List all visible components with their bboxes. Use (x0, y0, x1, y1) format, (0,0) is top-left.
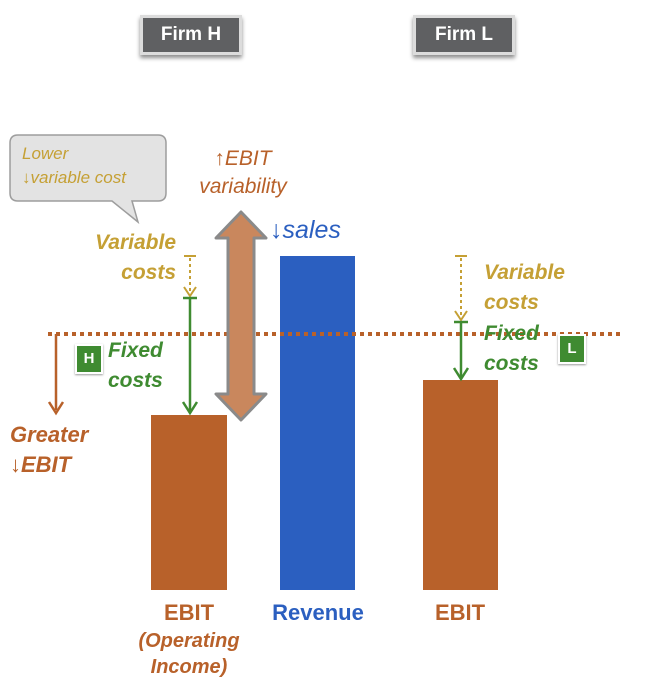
greater-ebit-arrow (47, 334, 65, 416)
firm-l-fixed-costs-line-1: Fixed (484, 322, 539, 345)
firm-h-fixed-costs-line-2: costs (108, 369, 163, 392)
firm-l-badge: L (558, 334, 586, 364)
firm-l-variable-costs-line-1: Variable (484, 261, 565, 284)
revenue-bar (280, 256, 355, 590)
firm-l-variable-costs-label: Variable costs (484, 258, 565, 318)
firm-h-fixed-costs-line-1: Fixed (108, 339, 163, 362)
greater-ebit-label: Greater ↓EBIT (10, 420, 88, 480)
callout-line-1: Lower (22, 144, 69, 163)
ebit-h-bar (151, 415, 227, 590)
firm-h-variable-cost-arrow (183, 255, 197, 298)
firm-h-badge: H (75, 344, 103, 374)
callout-bubble (9, 134, 167, 225)
ebit-h-label: EBIT (163, 600, 215, 625)
firm-h-variable-costs-line-2: costs (121, 261, 176, 284)
firm-l-header: Firm L (413, 15, 515, 55)
firm-h-variable-costs-line-1: Variable (95, 231, 176, 254)
sales-label: ↓sales (270, 216, 341, 244)
firm-h-fixed-costs-label: Fixed costs (108, 336, 163, 396)
ebit-variability-line-1: ↑EBIT (214, 147, 272, 170)
ebit-l-label: EBIT (434, 600, 486, 625)
ebit-l-bar (423, 380, 498, 590)
ebit-variability-double-arrow (214, 210, 268, 422)
callout-text: Lower ↓variable cost (22, 142, 126, 190)
ebit-variability-label: ↑EBIT variability (180, 145, 306, 201)
firm-l-fixed-cost-arrow (452, 320, 470, 382)
firm-l-fixed-costs-label: Fixed costs (484, 319, 539, 379)
greater-ebit-line-2: ↓EBIT (10, 452, 72, 477)
greater-ebit-line-1: Greater (10, 422, 89, 447)
firm-h-title: Firm H (160, 24, 222, 45)
revenue-label: Revenue (272, 600, 364, 625)
firm-l-variable-cost-arrow (454, 255, 468, 322)
firm-h-fixed-cost-arrow (181, 296, 199, 416)
ebit-h-sublabel-line-2: Income) (150, 656, 228, 678)
firm-l-variable-costs-line-2: costs (484, 291, 539, 314)
firm-l-fixed-costs-line-2: costs (484, 352, 539, 375)
ebit-h-sublabel-line-1: (Operating (138, 630, 240, 652)
firm-l-title: Firm L (434, 24, 494, 45)
ebit-variability-line-2: variability (199, 175, 287, 198)
ebit-h-sublabel: (Operating Income) (124, 628, 254, 680)
firm-h-header: Firm H (140, 15, 242, 55)
callout-line-2: ↓variable cost (22, 168, 126, 187)
firm-h-variable-costs-label: Variable costs (80, 228, 176, 288)
